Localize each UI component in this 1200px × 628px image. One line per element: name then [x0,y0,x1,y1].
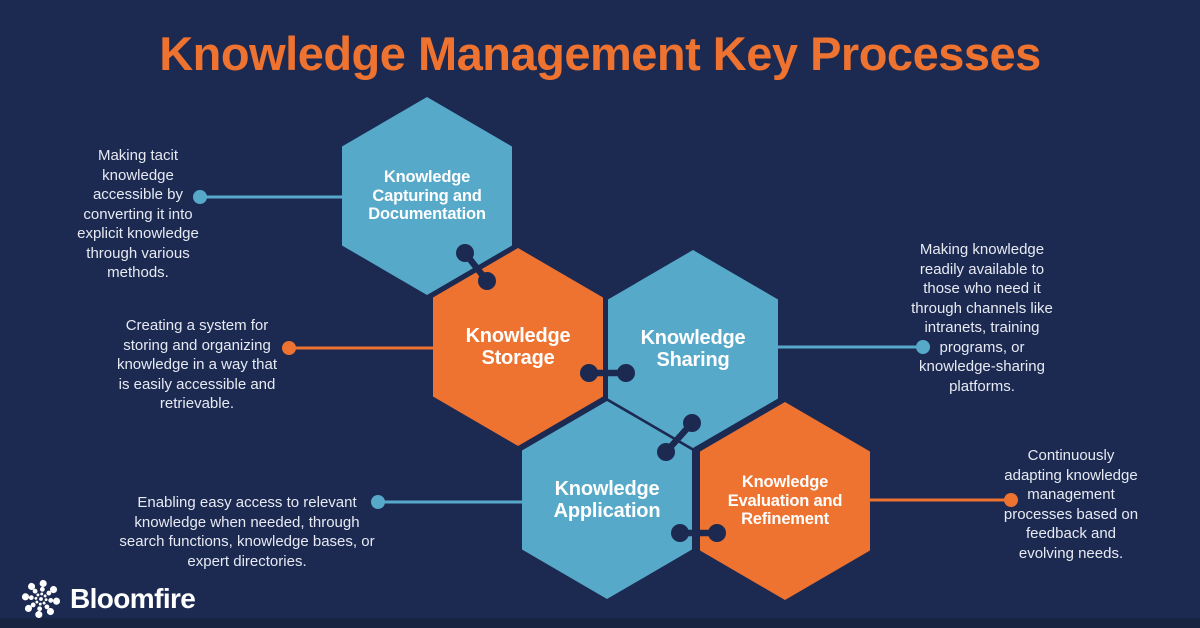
hexagon-knowledge-storage: Knowledge Storage [433,248,603,446]
hexagon-knowledge-evaluation: Knowledge Evaluation and Refinement [700,402,870,600]
bloomfire-logo: Bloomfire [20,576,196,622]
note-capturing: Making tacit knowledge accessible by con… [77,147,199,281]
hexagon-knowledge-evaluation-label: Knowledge Evaluation and Refinement [727,473,843,529]
hexagon-knowledge-capturing-label: Knowledge Capturing and Documentation [368,168,486,224]
hexagon-knowledge-sharing-label: Knowledge Sharing [640,326,746,371]
hexagon-knowledge-application-label: Knowledge Application [553,477,661,522]
note-evaluation: Continuously adapting knowledge manageme… [1003,447,1139,562]
hexagon-knowledge-capturing: Knowledge Capturing and Documentation [342,97,512,295]
note-storage: Creating a system for storing and organi… [116,317,278,412]
hexagon-knowledge-storage-label: Knowledge Storage [465,324,571,369]
bottom-bar [0,618,1200,628]
bloomfire-starburst-icon [21,579,61,619]
page-title: Knowledge Management Key Processes [159,27,1041,80]
note-application: Enabling easy access to relevant knowled… [119,494,375,570]
leader-storage [282,341,433,355]
leader-application [371,495,522,509]
note-sharing: Making knowledge readily available to th… [911,241,1053,395]
bloomfire-wordmark: Bloomfire [70,583,196,614]
